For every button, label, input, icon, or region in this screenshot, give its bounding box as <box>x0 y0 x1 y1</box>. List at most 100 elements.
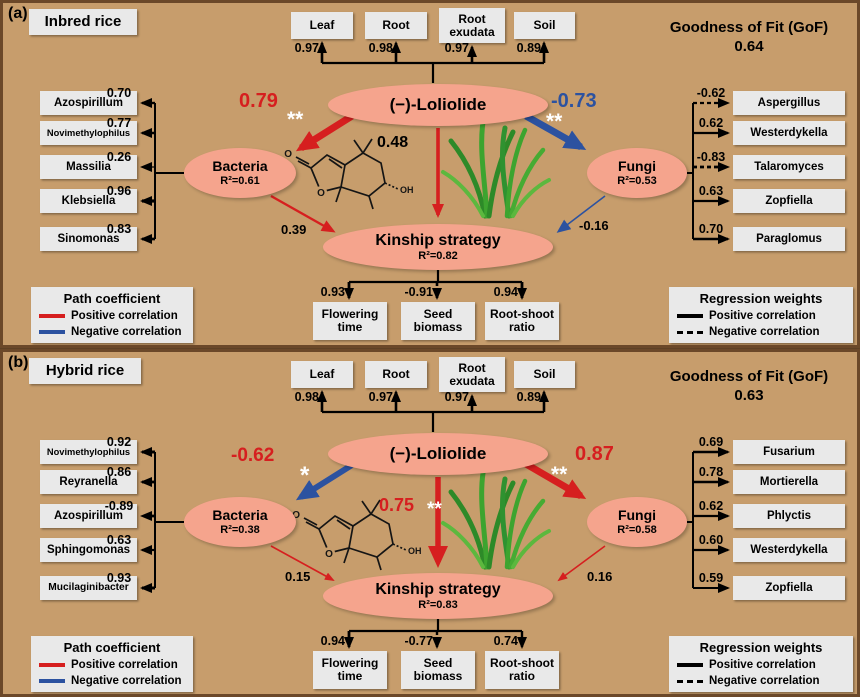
path-coefficient-bacteria: 0.79 <box>239 90 278 112</box>
regression-weight: 0.62 <box>698 499 724 513</box>
significance-stars: * <box>300 462 310 489</box>
bacteria-r2: R²=0.38 <box>220 523 260 536</box>
panel-hybrid-rice: (b) Hybrid rice Leaf Root Root exudata S… <box>0 349 860 697</box>
regression-weight: -0.77 <box>404 634 434 648</box>
taxa-box: Talaromyces <box>733 155 845 179</box>
regression-weight: 0.92 <box>106 435 132 449</box>
significance-stars: ** <box>551 463 568 486</box>
loliolide-label: (−)-Loliolide <box>389 94 487 114</box>
kinship-r2: R²=0.82 <box>418 249 458 262</box>
panel-tag: (b) <box>8 354 29 371</box>
solid-line-sample <box>677 314 703 318</box>
rice-plant-illustration <box>443 122 549 216</box>
fungi-label: Fungi <box>617 158 657 175</box>
regression-weight: 0.60 <box>698 533 724 547</box>
indicator-box-soil: Soil <box>514 12 575 39</box>
loading-value: 0.98 <box>368 41 393 55</box>
rice-plant-illustration <box>443 473 549 567</box>
latent-fungi: Fungi R²=0.58 <box>587 497 687 547</box>
negative-line-sample <box>39 679 65 683</box>
bacteria-label: Bacteria <box>212 158 268 175</box>
latent-loliolide: (−)-Loliolide <box>328 433 548 475</box>
path-coefficient-fungi: 0.87 <box>575 443 614 465</box>
path-coefficient-kinship: 0.75 <box>379 495 415 515</box>
goodness-of-fit: Goodness of Fit (GoF) 0.63 <box>643 366 855 404</box>
latent-kinship-strategy: Kinship strategy R²=0.83 <box>323 573 553 619</box>
outcome-box-root-shoot-ratio: Root-shoot ratio <box>485 302 559 340</box>
fungi-label: Fungi <box>617 507 657 524</box>
regression-weight: 0.93 <box>106 571 132 585</box>
path-coefficient-fungi: -0.73 <box>551 90 597 112</box>
regression-weight: 0.62 <box>698 116 724 130</box>
indicator-box-soil: Soil <box>514 361 575 388</box>
legend-item-label: Positive correlation <box>71 310 178 322</box>
kinship-r2: R²=0.83 <box>418 598 458 611</box>
panel-tag: (a) <box>8 5 28 22</box>
gof-value: 0.63 <box>734 387 764 404</box>
taxa-box: Azospirillum <box>40 91 137 115</box>
regression-weight: -0.89 <box>104 499 134 513</box>
regression-weight: 0.63 <box>698 184 724 198</box>
regression-weight: 0.70 <box>106 86 132 100</box>
taxa-box: Westerdykella <box>733 538 845 562</box>
latent-loliolide: (−)-Loliolide <box>328 84 548 126</box>
regression-weight: 0.74 <box>493 634 518 648</box>
significance-stars: ** <box>546 110 563 133</box>
legend-title: Regression weights <box>699 640 823 655</box>
taxa-box: Phlyctis <box>733 504 845 528</box>
indicator-box-leaf: Leaf <box>291 12 353 39</box>
indicator-box-root: Root <box>365 361 427 388</box>
regression-weight: 0.26 <box>106 150 132 164</box>
taxa-box: Aspergillus <box>733 91 845 115</box>
path-coefficient-kinship: 0.48 <box>377 134 409 151</box>
loading-value: 0.98 <box>294 390 319 404</box>
kinship-label: Kinship strategy <box>375 581 501 599</box>
legend-item-label: Positive correlation <box>709 310 816 322</box>
path-coefficient-fungi-kinship: -0.16 <box>579 218 609 233</box>
regression-weight: -0.83 <box>696 150 726 164</box>
outcome-box-flowering-time: Flowering time <box>313 651 387 689</box>
regression-weight: 0.86 <box>106 465 132 479</box>
taxa-box: Mucilaginibacter <box>40 576 137 600</box>
legend-regression-weights: Regression weights Positive correlation … <box>669 287 853 343</box>
regression-weight: 0.93 <box>320 285 345 299</box>
gof-value: 0.64 <box>734 38 764 55</box>
legend-item-label: Positive correlation <box>709 659 816 671</box>
goodness-of-fit: Goodness of Fit (GoF) 0.64 <box>643 17 855 55</box>
loading-value: 0.97 <box>444 390 469 404</box>
bacteria-label: Bacteria <box>212 507 268 524</box>
path-coefficient-bacteria-kinship: 0.39 <box>281 222 307 237</box>
taxa-box: Novimethylophilus <box>40 440 137 464</box>
taxa-box: Sinomonas <box>40 227 137 251</box>
loading-value: 0.89 <box>516 390 541 404</box>
dashed-line-sample <box>677 330 703 334</box>
taxa-box: Paraglomus <box>733 227 845 251</box>
regression-weight: 0.96 <box>106 184 132 198</box>
significance-stars: ** <box>427 499 442 520</box>
regression-weight: 0.63 <box>106 533 132 547</box>
taxa-box: Westerdykella <box>733 121 845 145</box>
legend-item-label: Negative correlation <box>709 326 820 338</box>
legend-title: Regression weights <box>699 291 823 306</box>
regression-arrows-left <box>140 447 184 593</box>
legend-path-coefficient: Path coefficient Positive correlation Ne… <box>31 636 193 692</box>
regression-weight: 0.70 <box>698 222 724 236</box>
arrow-loliolide-to-bacteria <box>295 113 354 152</box>
taxa-box: Fusarium <box>733 440 845 464</box>
regression-weight: 0.59 <box>698 571 724 585</box>
legend-item-label: Negative correlation <box>71 675 182 687</box>
indicator-box-root: Root <box>365 12 427 39</box>
legend-item-label: Negative correlation <box>709 675 820 687</box>
loading-value: 0.97 <box>294 41 319 55</box>
solid-line-sample <box>677 663 703 667</box>
legend-title: Path coefficient <box>63 640 161 655</box>
loading-value: 0.89 <box>516 41 541 55</box>
latent-kinship-strategy: Kinship strategy R²=0.82 <box>323 224 553 270</box>
significance-stars: ** <box>287 108 304 131</box>
bacteria-r2: R²=0.61 <box>220 174 260 187</box>
loading-value: 0.97 <box>444 41 469 55</box>
negative-line-sample <box>39 330 65 334</box>
regression-weight: 0.83 <box>106 222 132 236</box>
regression-weight: -0.62 <box>696 86 726 100</box>
